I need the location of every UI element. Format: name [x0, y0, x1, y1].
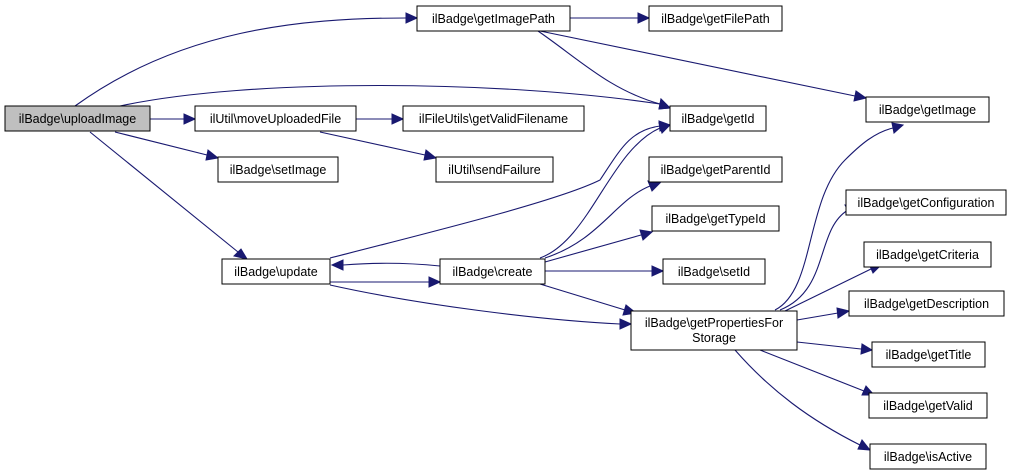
edge-uploadImage-setImage — [114, 131, 220, 161]
node-get-properties-for-storage[interactable]: ilBadge\getPropertiesFor Storage — [630, 310, 798, 351]
node-label: ilBadge\getConfiguration — [858, 196, 995, 210]
node-create[interactable]: ilBadge\create — [439, 258, 546, 285]
node-label: ilUtil\moveUploadedFile — [210, 112, 341, 126]
node-label: ilBadge\getCriteria — [876, 248, 979, 262]
edge-getPropertiesForStorage-getValid — [759, 349, 876, 396]
node-label: ilBadge\getValid — [883, 399, 972, 413]
edge-create-getTypeId — [544, 229, 654, 263]
edge-create-setId — [545, 265, 665, 277]
node-get-file-path[interactable]: ilBadge\getFilePath — [648, 5, 783, 32]
edge-create-getPropertiesForStorage — [539, 283, 638, 316]
node-get-parent-id[interactable]: ilBadge\getParentId — [648, 156, 783, 183]
node-get-id[interactable]: ilBadge\getId — [669, 105, 767, 132]
edge-uploadImage-getImagePath — [74, 12, 419, 107]
node-label: ilBadge\getImage — [879, 103, 976, 117]
node-get-type-id[interactable]: ilBadge\getTypeId — [651, 205, 780, 232]
edge-create-update — [330, 259, 441, 271]
node-label-line-2: Storage — [692, 331, 736, 345]
edge-moveUploadedFile-getValidFilename — [356, 113, 405, 125]
edge-uploadImage-update — [89, 131, 249, 260]
node-label: ilBadge\getFilePath — [661, 12, 769, 26]
node-get-image[interactable]: ilBadge\getImage — [865, 96, 990, 123]
node-move-uploaded-file[interactable]: ilUtil\moveUploadedFile — [194, 105, 357, 132]
node-is-active[interactable]: ilBadge\isActive — [869, 443, 987, 470]
edge-getImagePath-getFilePath — [570, 12, 651, 24]
edge-moveUploadedFile-sendFailure — [319, 131, 438, 161]
edge-uploadImage-moveUploadedFile — [150, 113, 197, 125]
edge-create-getParentId — [544, 180, 662, 259]
node-set-image[interactable]: ilBadge\setImage — [217, 156, 339, 183]
node-label: ilFileUtils\getValidFilename — [419, 112, 568, 126]
node-label: ilBadge\isActive — [884, 450, 972, 464]
node-label: ilBadge\getDescription — [864, 297, 989, 311]
edge-create-getId — [539, 122, 672, 259]
edge-getPropertiesForStorage-isActive — [734, 349, 872, 451]
nodes: ilBadge\uploadImage ilBadge\getImagePath… — [4, 5, 1007, 470]
node-label: ilBadge\getParentId — [661, 163, 771, 177]
node-label: ilBadge\getId — [682, 112, 755, 126]
edge-uploadImage-getId — [119, 84, 672, 110]
node-label: ilBadge\getTypeId — [665, 212, 765, 226]
edge-update-getId — [329, 120, 672, 259]
node-label: ilBadge\getImagePath — [432, 12, 555, 26]
edge-getImagePath-getImage — [539, 30, 868, 102]
node-get-image-path[interactable]: ilBadge\getImagePath — [416, 5, 571, 32]
node-update[interactable]: ilBadge\update — [221, 258, 331, 285]
node-get-configuration[interactable]: ilBadge\getConfiguration — [845, 189, 1007, 216]
node-label: ilUtil\sendFailure — [448, 163, 540, 177]
node-get-valid[interactable]: ilBadge\getValid — [868, 392, 988, 419]
node-get-title[interactable]: ilBadge\getTitle — [871, 341, 986, 368]
node-label: ilBadge\uploadImage — [19, 112, 136, 126]
node-label: ilBadge\setId — [678, 265, 750, 279]
edge-update-create — [330, 276, 442, 288]
node-label: ilBadge\getTitle — [886, 348, 972, 362]
edge-getPropertiesForStorage-getTitle — [796, 341, 874, 355]
node-label: ilBadge\create — [453, 265, 533, 279]
node-get-criteria[interactable]: ilBadge\getCriteria — [863, 241, 992, 268]
node-label: ilBadge\update — [234, 265, 317, 279]
edge-update-getPropertiesForStorage — [329, 284, 633, 330]
node-send-failure[interactable]: ilUtil\sendFailure — [435, 156, 554, 183]
node-label: ilBadge\setImage — [230, 163, 327, 177]
edge-getPropertiesForStorage-getDescription — [796, 307, 851, 321]
node-label-line-1: ilBadge\getPropertiesFor — [645, 316, 783, 330]
node-set-id[interactable]: ilBadge\setId — [662, 258, 766, 285]
node-get-valid-filename[interactable]: ilFileUtils\getValidFilename — [402, 105, 585, 132]
edges — [74, 12, 905, 451]
node-upload-image[interactable]: ilBadge\uploadImage — [4, 105, 151, 132]
edge-getPropertiesForStorage-getImage — [774, 122, 905, 311]
node-get-description[interactable]: ilBadge\getDescription — [848, 290, 1005, 317]
